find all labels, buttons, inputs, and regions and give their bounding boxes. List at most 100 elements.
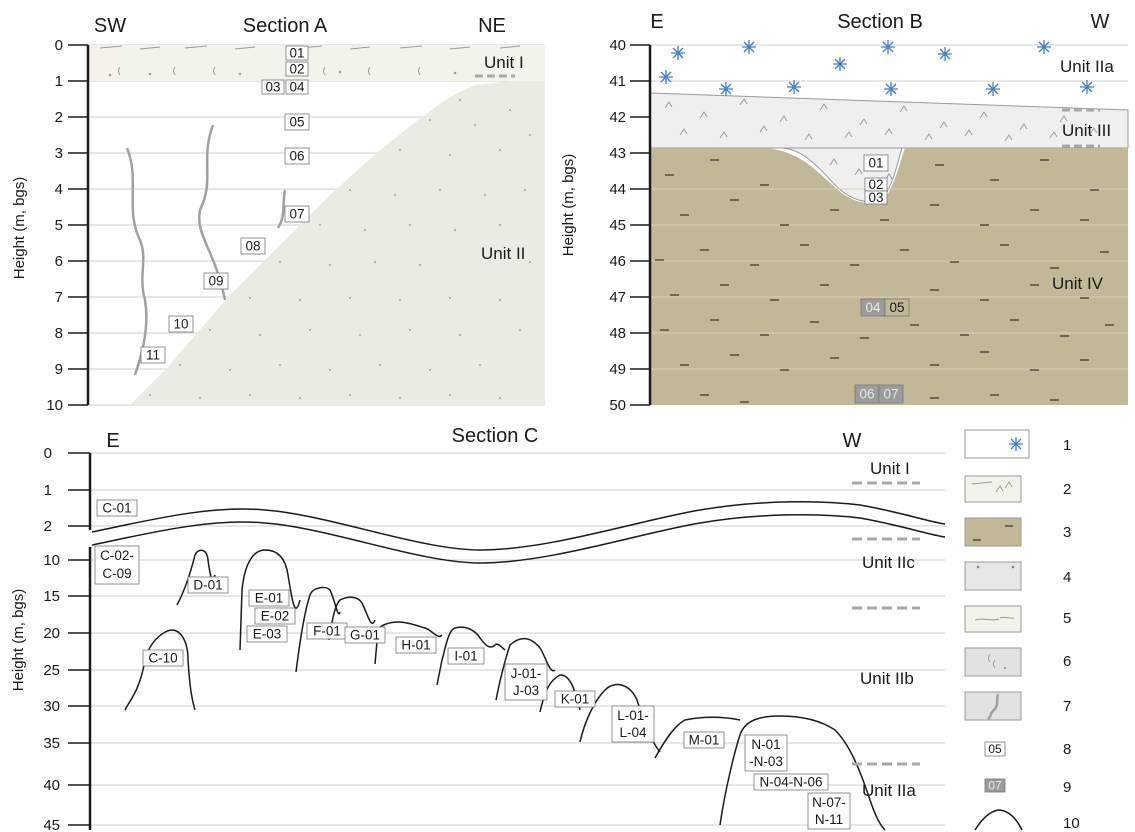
sample-label: C-09 xyxy=(102,566,131,581)
unit-label: Unit IIb xyxy=(860,669,914,688)
loess-pattern-icon xyxy=(964,647,1022,677)
section-b-ylabel: Height (m, bgs) xyxy=(560,154,577,257)
sample-label: 07 xyxy=(289,207,304,222)
sample-label: N-04-N-06 xyxy=(759,775,822,790)
sample-label: L-01- xyxy=(617,708,649,723)
legend-label: 7 xyxy=(1063,698,1071,715)
sample-label: H-01 xyxy=(401,638,430,653)
axis-break-wave xyxy=(91,500,946,564)
tick-label: 50 xyxy=(609,397,626,414)
legend-label: 8 xyxy=(1063,741,1071,758)
section-b-lower-gridlines xyxy=(650,188,1128,370)
tick-label: 42 xyxy=(609,109,626,126)
section-a-cracks xyxy=(125,124,287,376)
section-a-right-direction: NE xyxy=(478,15,506,37)
section-c-gridlines xyxy=(90,452,945,826)
tick-label: 25 xyxy=(43,662,60,679)
sample-label: 06 xyxy=(859,387,874,402)
unit-i-texture xyxy=(99,45,521,77)
sample-label: 01 xyxy=(289,46,304,61)
sample-label: D-01 xyxy=(193,578,222,593)
sample-label: E-03 xyxy=(253,627,282,642)
section-c: 0 1 2 10 15 20 25 30 35 40 45 Height (m,… xyxy=(10,425,946,832)
tufa-pattern-icon xyxy=(964,475,1022,503)
unit-iia-stars xyxy=(659,40,1094,96)
sample-label: 05 xyxy=(889,300,904,315)
tick-label: 48 xyxy=(609,325,626,342)
sample-label: M-01 xyxy=(689,733,720,748)
sample-label: 10 xyxy=(173,317,188,332)
sample-label: 07 xyxy=(883,387,898,402)
tick-label: 20 xyxy=(43,625,60,642)
section-b-sample-labels: 01 02 03 04 05 06 07 xyxy=(854,154,910,404)
sample-label: F-01 xyxy=(313,624,341,639)
unit-iv-layer xyxy=(650,148,1128,405)
tick-label: 46 xyxy=(609,253,626,270)
sample-label: K-01 xyxy=(561,692,590,707)
legend-sample-text: 05 xyxy=(988,742,1002,756)
sample-label: 01 xyxy=(868,156,883,171)
section-b-right-direction: W xyxy=(1091,11,1110,33)
sample-label: 09 xyxy=(208,274,223,289)
section-a-ylabel: Height (m, bgs) xyxy=(11,177,28,280)
tick-label: 1 xyxy=(55,73,63,90)
section-b: 40 41 42 43 44 45 46 47 48 49 50 Height … xyxy=(560,11,1129,414)
tick-label: 43 xyxy=(609,145,626,162)
sample-label: 06 xyxy=(289,149,304,164)
section-a-tick-labels: 0 1 2 3 4 5 6 7 8 9 10 xyxy=(46,37,63,414)
silt-pattern-icon xyxy=(964,605,1022,633)
section-b-tick-labels: 40 41 42 43 44 45 46 47 48 49 50 xyxy=(609,37,626,414)
section-a: 0 1 2 3 4 5 6 7 8 9 10 Height (m, bgs) S… xyxy=(11,15,545,414)
sample-label: C-10 xyxy=(148,651,177,666)
tick-label: 6 xyxy=(55,253,63,270)
legend-label: 5 xyxy=(1063,610,1071,627)
sample-label: L-04 xyxy=(619,725,647,740)
unit-label: Unit III xyxy=(1062,121,1111,140)
section-a-title: Section A xyxy=(243,15,328,37)
sample-label: E-02 xyxy=(261,609,290,624)
tick-label: 45 xyxy=(43,817,60,832)
tick-label: 2 xyxy=(44,518,52,535)
section-c-sample-labels: C-01 C-02- C-09 C-10 D-01 E-01 E-02 E-03… xyxy=(94,499,851,830)
tick-label: 47 xyxy=(609,289,626,306)
sample-label: E-01 xyxy=(255,591,284,606)
crack-icon xyxy=(964,691,1022,721)
legend-label: 4 xyxy=(1063,569,1071,586)
tick-label: 1 xyxy=(44,482,52,499)
legend-label: 10 xyxy=(1063,815,1080,832)
tick-label: 10 xyxy=(43,552,60,569)
legend: 1 2 3 4 5 6 7 xyxy=(964,429,1080,832)
section-c-ylabel: Height (m, bgs) xyxy=(10,589,27,692)
sample-label: -N-03 xyxy=(749,754,783,769)
dark-sample-label-icon: 07 xyxy=(984,779,1006,793)
section-c-tick-labels: 0 1 2 10 15 20 25 30 35 40 45 xyxy=(43,445,60,832)
tick-label: 49 xyxy=(609,361,626,378)
unit-label: Unit I xyxy=(870,459,910,478)
tick-label: 0 xyxy=(55,37,63,54)
unit-label: Unit IV xyxy=(1052,274,1104,293)
tick-label: 35 xyxy=(43,735,60,752)
unit-label: Unit IIa xyxy=(862,781,916,800)
section-c-title: Section C xyxy=(452,425,539,447)
unit-iii-layer xyxy=(649,92,1129,203)
sample-label: C-02- xyxy=(100,548,134,563)
sample-label: J-03 xyxy=(513,683,539,698)
section-b-title: Section B xyxy=(837,11,923,33)
sample-label: J-01- xyxy=(511,666,542,681)
tick-label: 7 xyxy=(55,289,63,306)
tick-label: 44 xyxy=(609,181,626,198)
unit-label: Unit IIa xyxy=(1060,57,1114,76)
tick-label: 4 xyxy=(55,181,63,198)
legend-label: 2 xyxy=(1063,481,1071,498)
sample-label: 11 xyxy=(146,348,160,363)
unit-boundary-dashes xyxy=(852,481,920,766)
sample-label: 04 xyxy=(289,80,305,95)
tick-label: 8 xyxy=(55,325,63,342)
section-c-right-direction: W xyxy=(843,430,862,452)
sample-label: N-07- xyxy=(812,795,846,810)
unit-label: Unit II xyxy=(481,244,525,263)
tick-label: 3 xyxy=(55,145,63,162)
unit-i-layer xyxy=(88,45,545,81)
tick-label: 15 xyxy=(43,588,60,605)
